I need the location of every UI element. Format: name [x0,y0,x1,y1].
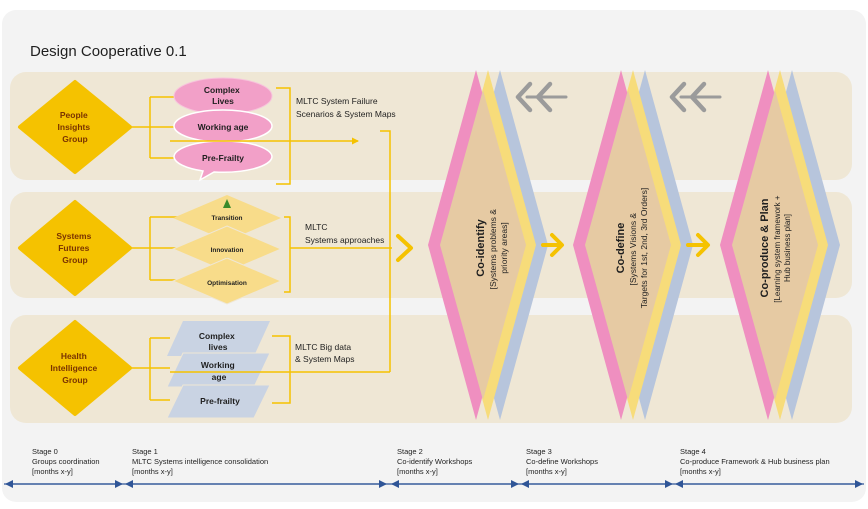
phase-co-identify-sub1: [Systems problems & [488,209,498,290]
band-people [10,72,852,180]
phase-co-define-sub1: [Systems Visions & [628,213,638,286]
svg-text:[Systems Visions & Targe: [Systems Visions & Targets for 1st, 2nd,… [628,188,649,308]
svg-text:People Insights Gr: People Insights Group [58,110,93,144]
group-health-line3: Group [62,375,88,385]
health-card-working: Working age [166,352,271,388]
phase-co-produce: Co-produce & Plan [Learning system frame… [720,70,840,420]
phase-co-define-title: Co-define [615,223,627,274]
output-systems: MLTC Systems approaches [305,222,384,245]
group-people-line3: Group [62,134,88,144]
group-systems: Systems Futures Group [18,200,132,296]
health-card-complex-line1: Complex [199,331,235,341]
output-people: MLTC System Failure Scenarios & System M… [296,96,396,119]
group-health: Health Intelligence Group [18,320,132,416]
svg-text:[Systems problems & prio: [Systems problems & priority areas] [488,207,509,290]
arrow-define-to-produce [686,233,710,257]
systems-diamond-transition: Transition [173,195,281,241]
group-health-line1: Health [61,351,87,361]
tree-icon [223,199,231,208]
phase-co-identify-title: Co-identify [475,218,487,276]
health-card-prefrailty: Pre-frailty [166,384,271,419]
svg-text:Health Intelligence: Health Intelligence Group [50,351,99,385]
svg-text:Working age: Working age [201,360,237,382]
group-systems-line1: Systems [56,231,91,241]
arrow-identify-to-define [541,233,564,257]
svg-text:Co-produce & Plan: Co-produce & Plan [759,198,771,297]
group-people: People Insights Group [18,80,132,174]
band-health [10,315,852,423]
people-bubble-working: Working age [173,109,273,143]
health-card-working-line1: Working [201,360,235,370]
svg-text:[Learning system framework +: [Learning system framework + Hub busines… [773,193,792,303]
output-connectors [170,130,392,373]
svg-text:Complex Lives: Complex Lives [204,85,242,106]
svg-text:Co-identify: Co-identify [475,218,487,276]
bracket-systems [132,216,178,281]
group-systems-line3: Group [62,255,88,265]
bracket-people [132,96,176,159]
phase-co-identify: Co-identify [Systems problems & priority… [428,70,548,420]
systems-diamond-innovation-label: Innovation [211,247,244,254]
health-card-complex-line2: lives [209,342,228,352]
people-bubble-complex-line2: Lives [212,96,234,106]
output-health: MLTC Big data & System Maps [295,342,355,364]
group-health-line2: Intelligence [50,363,97,373]
output-bracket-health [272,335,291,404]
group-people-line2: Insights [58,122,91,132]
people-bubble-prefrailty-label: Pre-Frailty [202,153,244,163]
phase-co-define: Co-define [Systems Visions & Targets for… [573,70,693,420]
feedback-chevrons-1 [515,81,568,113]
group-people-line1: People [60,110,88,120]
phase-co-define-sub2: Targets for 1st, 2nd, 3rd Orders] [639,188,649,308]
phase-co-produce-title: Co-produce & Plan [759,198,771,297]
systems-diamond-transition-label: Transition [211,215,242,222]
people-bubble-prefrailty: Pre-Frailty [173,140,273,182]
arrow-into-coidentify [396,234,413,262]
output-bracket-people [276,87,291,185]
bracket-health [132,337,170,401]
output-bracket-systems [284,216,291,293]
health-card-prefrailty-label: Pre-frailty [200,396,240,406]
people-bubble-complex: Complex Lives [173,77,273,115]
health-card-complex: Complex lives [167,321,270,356]
phase-co-identify-sub2: priority areas] [499,222,509,274]
group-systems-line2: Futures [58,243,89,253]
systems-diamond-optimisation-label: Optimisation [207,280,247,287]
diagram-title: Design Cooperative 0.1 [30,43,187,60]
systems-diamond-optimisation: Optimisation [171,257,283,305]
phase-co-produce-sub1: [Learning system framework + [773,195,782,303]
svg-text:Systems Futures Gr: Systems Futures Group [56,231,93,265]
svg-text:Complex lives: Complex lives [199,331,237,352]
svg-text:Co-define: Co-define [615,223,627,274]
people-bubble-working-label: Working age [198,122,249,132]
people-bubble-complex-line1: Complex [204,85,240,95]
phase-co-produce-sub2: Hub business plan] [783,214,792,282]
feedback-chevrons-2 [669,81,722,113]
health-card-working-line2: age [212,372,227,382]
